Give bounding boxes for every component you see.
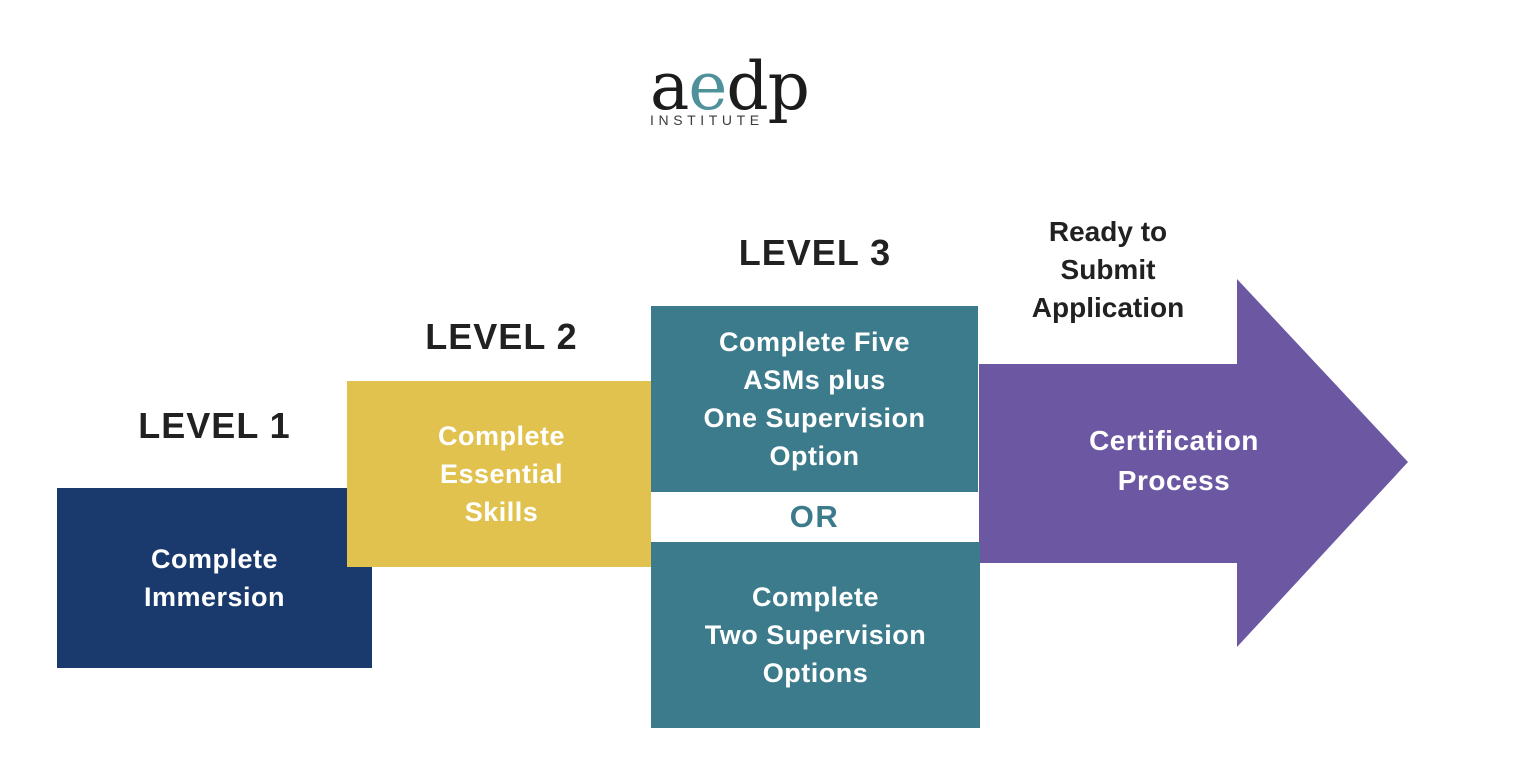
level3-heading: LEVEL 3 xyxy=(738,232,892,273)
logo-letter-e: e xyxy=(688,48,727,125)
step-text-line: Complete xyxy=(150,544,279,574)
or-separator: OR xyxy=(651,492,978,542)
ready-text-line: Application xyxy=(1031,292,1185,323)
step-text-line: Complete xyxy=(437,421,566,451)
logo-letter-a: a xyxy=(650,48,689,125)
step-text-line: One Supervision xyxy=(703,403,926,433)
level3-option1-box: Complete Five ASMs plus One Supervision … xyxy=(651,306,978,492)
aedp-institute-logo: aedp INSTITUTE xyxy=(650,54,820,128)
step-text-line: Option xyxy=(769,441,860,471)
level1-step-box: Complete Immersion xyxy=(57,488,372,668)
step-text-line: Two Supervision xyxy=(704,620,927,650)
level1-heading: LEVEL 1 xyxy=(138,405,291,446)
step-text-line: Skills xyxy=(464,497,539,527)
logo-wordmark: aedp xyxy=(650,54,820,120)
logo-subtitle: INSTITUTE xyxy=(650,112,764,128)
cert-text-line: Process xyxy=(1117,465,1231,496)
step-text-line: Options xyxy=(762,658,869,688)
level2-heading: LEVEL 2 xyxy=(425,316,578,357)
step-text-line: Complete Five xyxy=(718,327,911,357)
ready-text-line: Submit xyxy=(1060,254,1156,285)
ready-to-submit-text: Ready to Submit Application xyxy=(979,213,1237,327)
level2-step-box: Complete Essential Skills xyxy=(347,381,656,567)
step-text-line: ASMs plus xyxy=(743,365,886,395)
step-text-line: Complete xyxy=(751,582,880,612)
cert-text-line: Certification xyxy=(1089,425,1259,456)
certification-arrow-icon xyxy=(979,279,1408,647)
step-text-line: Essential xyxy=(439,459,564,489)
level3-option2-box: Complete Two Supervision Options xyxy=(651,542,980,728)
step-text-line: Immersion xyxy=(143,582,286,612)
logo-letters-dp: dp xyxy=(726,48,809,125)
arrow-shape xyxy=(979,279,1408,647)
ready-text-line: Ready to xyxy=(1048,216,1168,247)
certification-process-label: Certification Process xyxy=(979,421,1369,501)
